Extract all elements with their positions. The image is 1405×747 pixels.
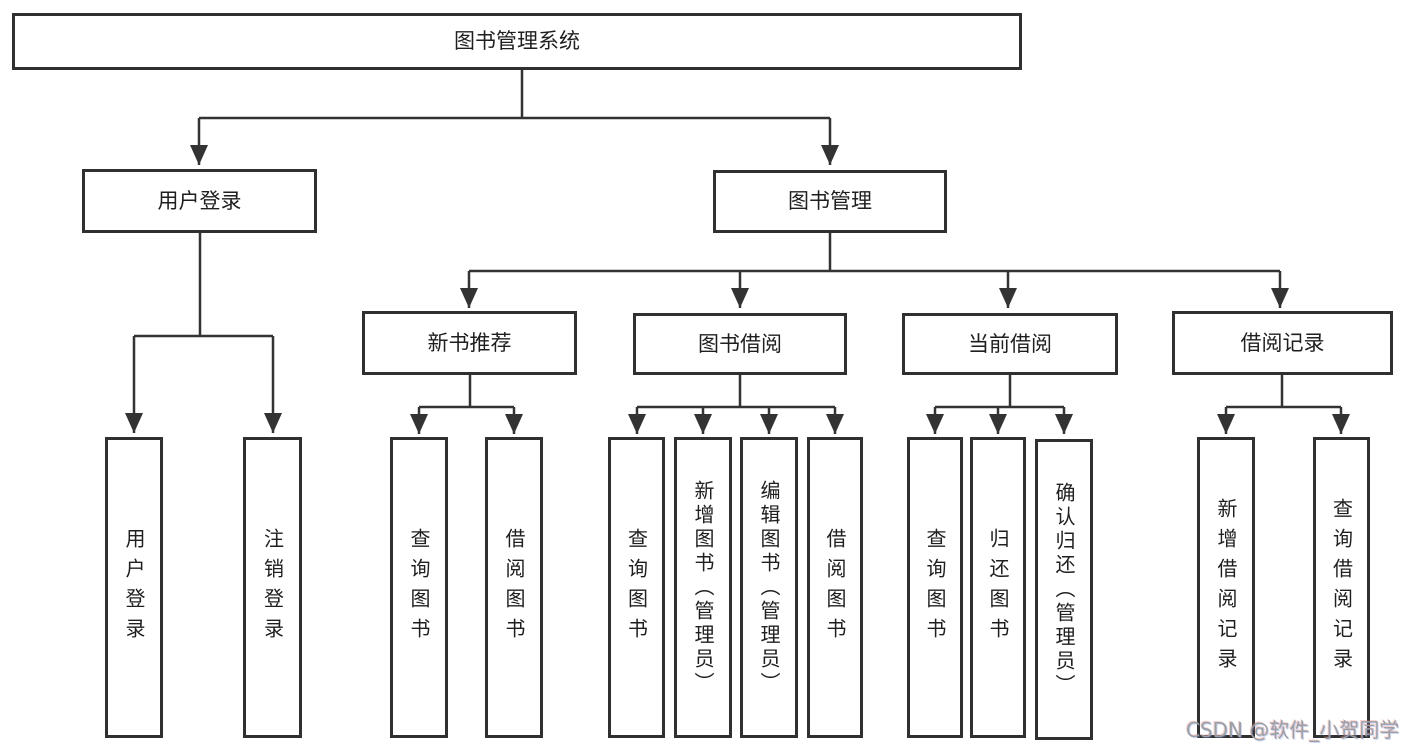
node-user-login: 用户登录 [82,169,317,233]
leaf-edit-books-admin: 编辑图书（管理员） [740,437,798,738]
leaf-add-books-admin: 新增图书（管理员） [674,437,732,738]
node-new-book-recommend: 新书推荐 [362,311,577,375]
leaf-confirm-return-admin: 确认归还（管理员） [1035,439,1093,740]
leaf-borrow-books-recommend: 借阅图书 [485,437,543,738]
leaf-user-login: 用户登录 [105,437,163,738]
csdn-watermark: CSDN @软件_小贺同学 [1186,718,1400,742]
leaf-borrow-books: 借阅图书 [807,437,863,738]
leaf-query-books-recommend: 查询图书 [390,437,448,738]
leaf-return-books: 归还图书 [970,437,1026,738]
leaf-add-borrow-record: 新增借阅记录 [1197,437,1255,738]
leaf-query-books-current: 查询图书 [907,437,963,738]
node-borrowing-records: 借阅记录 [1172,311,1393,375]
leaf-logout: 注销登录 [243,437,302,738]
leaf-query-borrow-record: 查询借阅记录 [1313,437,1370,738]
leaf-query-books-borrowing: 查询图书 [608,437,665,738]
node-book-management-system: 图书管理系统 [12,13,1022,70]
node-book-management: 图书管理 [713,170,947,233]
node-current-borrowing: 当前借阅 [902,313,1118,375]
node-book-borrowing: 图书借阅 [633,313,847,375]
